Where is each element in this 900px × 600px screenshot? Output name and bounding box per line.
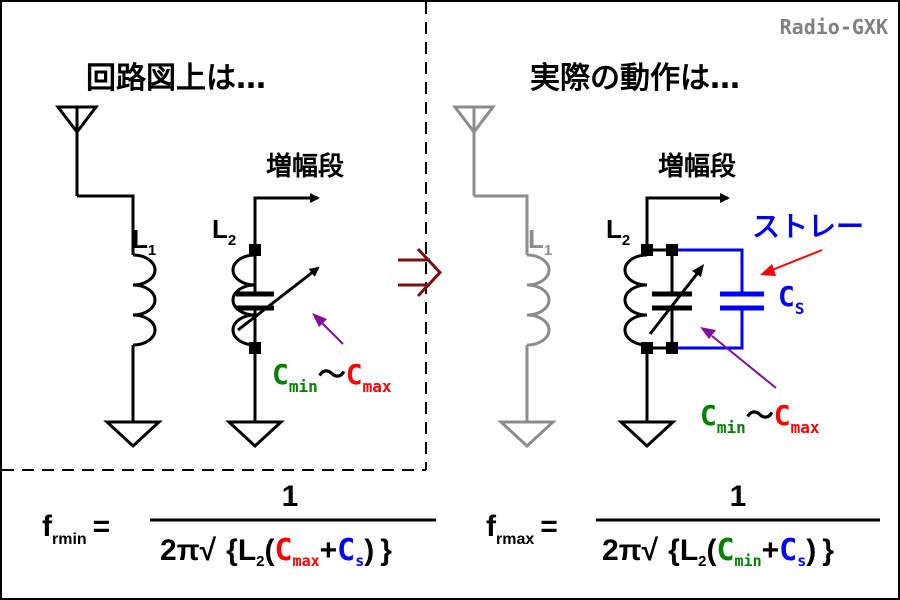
right-l1-label: L1 [528,224,552,259]
formula-right: frmax= 1 2π√{L2(Cmin+Cs)} [486,480,880,570]
left-title: 回路図上は… [86,61,266,96]
left-l1-ground-icon [103,420,163,449]
left-output-wire [253,193,320,250]
formula-left-numerator: 1 [282,480,299,513]
brand-label: Radio-GXK [780,15,888,39]
formula-right-denominator: 2π√{L2(Cmin+Cs)} [602,533,834,570]
left-antenna-icon [54,105,100,196]
right-l2-coil [623,253,648,347]
stray-pointer-arrow [760,249,823,276]
right-l1-ground-icon [497,420,557,449]
right-node-bottom-right [666,342,678,354]
stray-capacitor-wire-bottom [678,308,744,350]
right-node-top-left [641,244,653,256]
left-stage-label: 増幅段 [266,151,344,182]
formula-right-numerator: 1 [730,480,747,513]
right-variable-capacitor-icon [648,264,704,335]
right-l1-coil [526,253,551,347]
stray-capacitor-icon [720,291,764,311]
right-l1-wire [474,194,529,255]
stray-label: ストレー [752,210,864,243]
right-output-wire [645,193,730,250]
right-node-top-right [666,244,678,256]
formula-right-lhs: frmax= [486,510,558,548]
left-cmin-cmax-label: Cmin〜Cmax [272,358,392,396]
left-node-bottom [249,342,261,354]
right-l2-label: L2 [606,214,630,249]
left-variable-capacitor-icon [236,266,320,332]
stray-capacitor-wire [678,248,744,294]
left-l1-wire [77,194,135,255]
left-cvar-pointer-arrow [312,313,344,345]
cs-label: CS [778,280,805,318]
right-cvar-pointer-arrow [700,327,777,389]
formula-left-denominator: 2π√{L2(Cmax+Cs)} [160,533,392,570]
formula-left-lhs: frmin= [42,510,110,548]
right-l2-ground-icon [617,420,677,449]
left-l2-label: L2 [212,214,236,249]
left-l1-coil [132,253,157,347]
formula-left: frmin= 1 2π√{L2(Cmax+Cs)} [42,480,436,570]
right-antenna-icon [451,105,497,196]
left-l2-coil [231,253,256,347]
left-node-top [249,244,261,256]
right-node-bottom-left [641,342,653,354]
right-cmin-cmax-label: Cmin〜Cmax [700,399,820,437]
right-stage-label: 増幅段 [658,151,736,182]
right-title: 実際の動作は… [530,61,740,96]
left-l2-ground-icon [225,420,285,449]
transition-arrow-icon [398,247,443,298]
left-l1-label: L1 [132,224,156,259]
